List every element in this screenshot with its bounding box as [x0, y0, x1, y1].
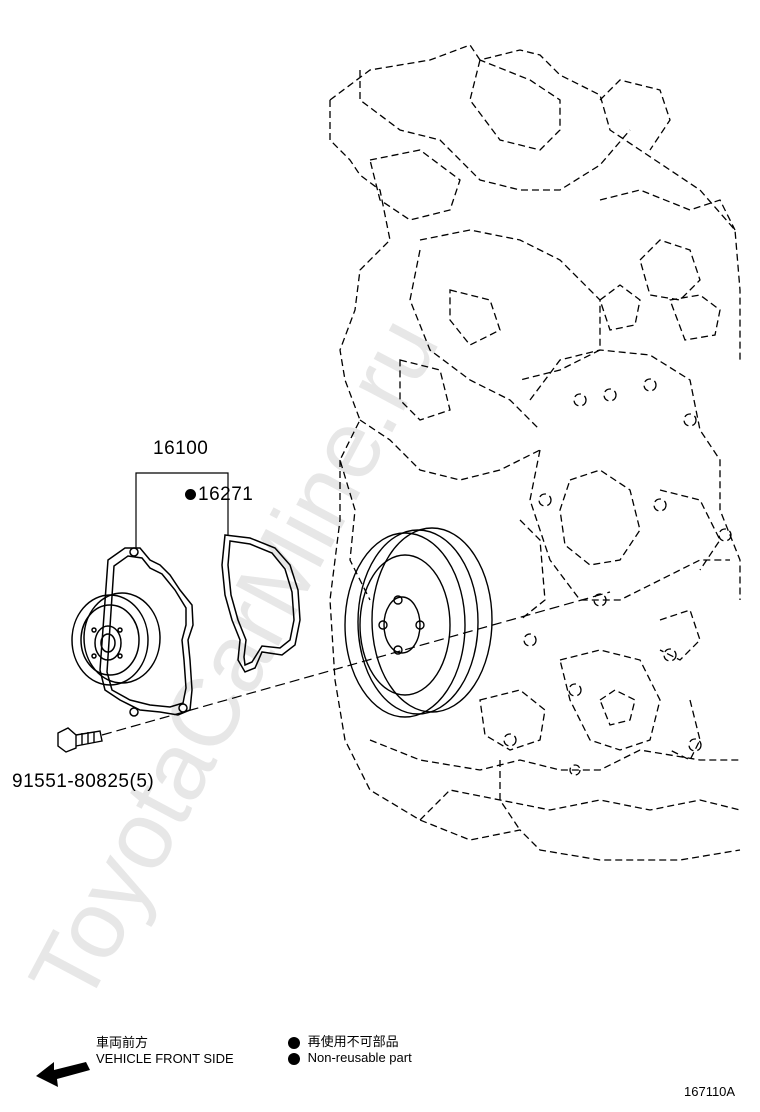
gasket-drawing	[221, 534, 301, 673]
crank-pulley	[344, 527, 493, 718]
figure-id: 167110A	[684, 1084, 736, 1099]
part-label-water-pump: 16100	[153, 438, 208, 460]
water-pump-drawing	[71, 547, 194, 717]
engine-block	[329, 44, 741, 861]
leader-lines	[135, 472, 229, 548]
legend-nonreusable-en-row: Non-reusable part	[288, 1050, 412, 1065]
bolt-drawing	[57, 727, 103, 753]
nonreusable-dot-icon	[185, 489, 196, 501]
alignment-line	[101, 591, 611, 736]
legend-nonreusable-jp: 再使用不可部品	[307, 1034, 399, 1049]
legend-nonreusable-en: Non-reusable part	[307, 1050, 412, 1065]
nonreusable-dot-icon	[288, 1036, 300, 1049]
part-label-bolt: 91551-80825(5)	[12, 771, 154, 793]
vehicle-front-arrow-icon	[36, 1062, 90, 1087]
nonreusable-dot-icon	[288, 1052, 300, 1065]
legend-nonreusable-jp-row: 再使用不可部品	[288, 1031, 399, 1050]
part-number: 91551-80825(5)	[12, 771, 155, 792]
part-number: 16271	[198, 484, 254, 505]
part-number: 16100	[153, 438, 209, 459]
legend-front-en: VEHICLE FRONT SIDE	[96, 1051, 234, 1066]
part-label-gasket: 16271	[185, 484, 253, 506]
legend-front-jp: 車両前方	[96, 1035, 149, 1050]
